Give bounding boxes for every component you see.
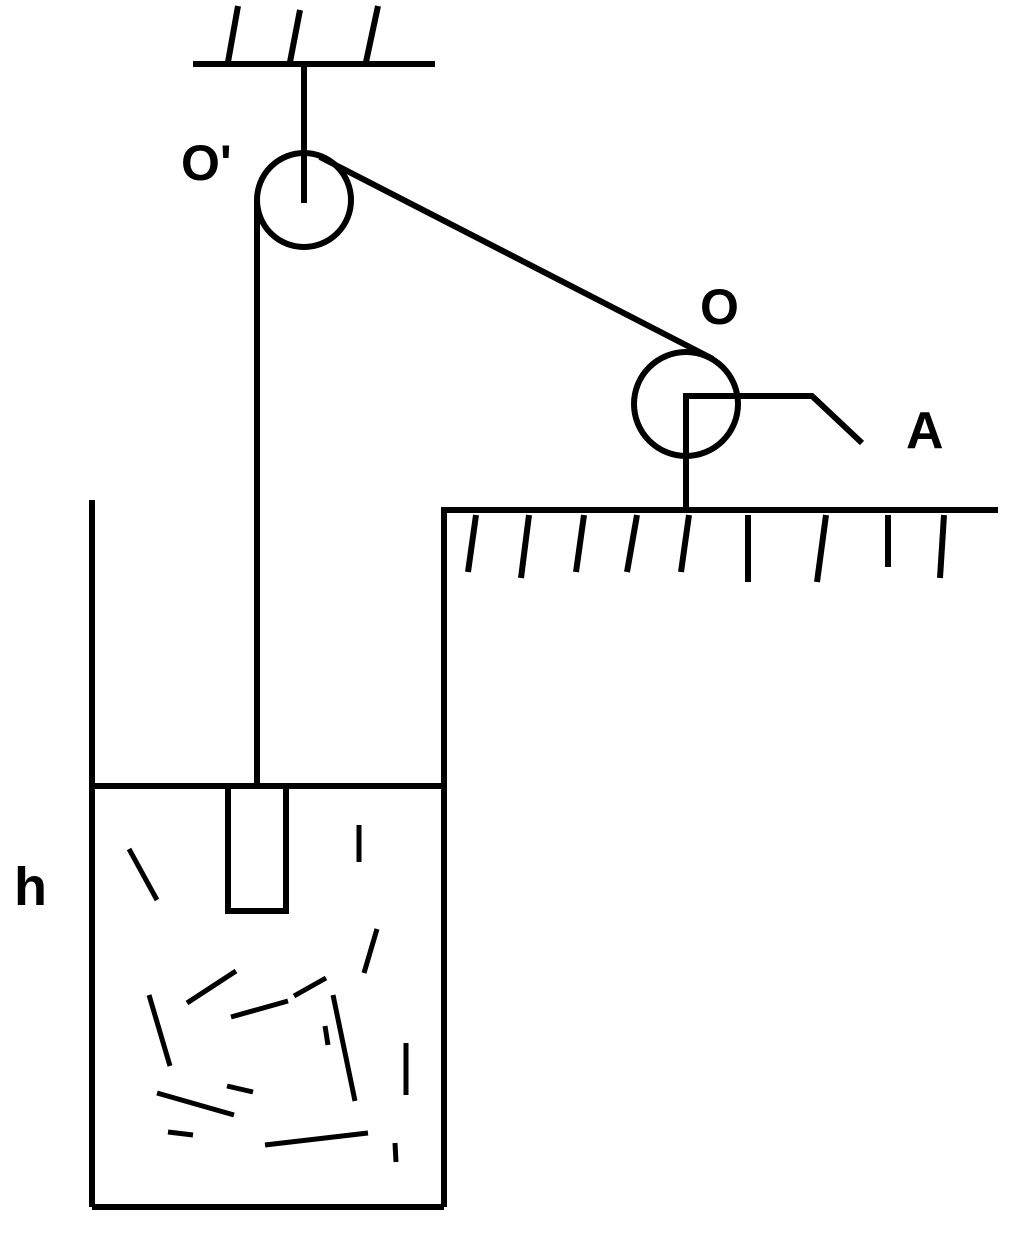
ground-hatch (573, 514, 587, 573)
ground-hatch (624, 514, 640, 573)
water-fleck (292, 975, 328, 999)
rope-slanted (318, 154, 715, 362)
water-fleck (167, 1129, 194, 1138)
water-fleck (126, 847, 160, 902)
ground-hatch (518, 514, 532, 579)
water-fleck (146, 994, 173, 1067)
handle-end-label: A (906, 402, 944, 460)
water-fleck (392, 1142, 399, 1163)
water-fleck (330, 994, 358, 1102)
ground (441, 507, 998, 583)
well (89, 500, 447, 1210)
ceiling-hatch (363, 5, 381, 63)
water-depth-label: h (14, 857, 47, 917)
bucket (225, 783, 289, 914)
water-texture (126, 825, 409, 1163)
ground-hatch (678, 514, 692, 573)
water-fleck (156, 1090, 235, 1118)
ceiling-hatch (287, 9, 303, 63)
water-fleck (226, 1083, 254, 1095)
winch-wheel-label: O (700, 279, 739, 335)
ceiling-hatch (225, 5, 241, 63)
fixed-pulley-label: O' (181, 135, 232, 191)
water-fleck (361, 928, 380, 974)
water-fleck (185, 968, 238, 1006)
water-fleck (230, 998, 289, 1020)
winch-crank-handle (683, 393, 865, 510)
ground-hatch (465, 514, 479, 573)
ground-hatch (937, 514, 947, 579)
water-fleck (264, 1130, 369, 1148)
water-fleck (322, 1025, 331, 1046)
ground-hatch (814, 514, 829, 583)
ceiling-support (193, 5, 435, 203)
